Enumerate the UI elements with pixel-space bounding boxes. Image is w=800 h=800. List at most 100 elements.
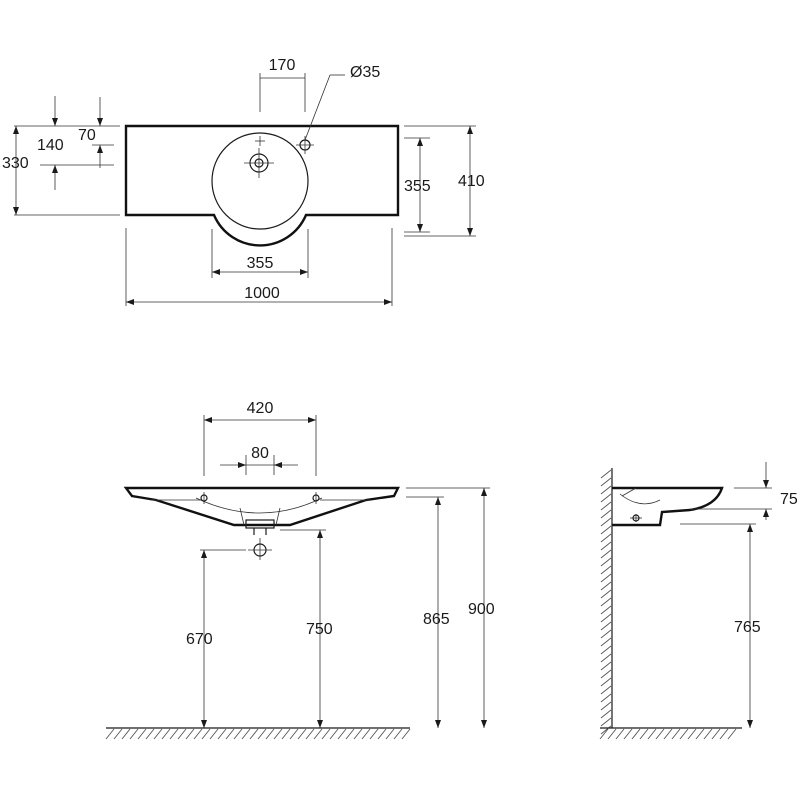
hatch-line bbox=[687, 728, 697, 740]
hatch-line bbox=[145, 728, 155, 740]
tap-hole-icon bbox=[296, 136, 314, 154]
hatch-line bbox=[273, 728, 283, 740]
hatch-line bbox=[377, 728, 387, 740]
hatch-line bbox=[600, 677, 612, 687]
dim-offset-70: 70 bbox=[78, 97, 114, 168]
hatch-line bbox=[679, 728, 689, 740]
hatch-line bbox=[663, 728, 673, 740]
hatch-line bbox=[600, 525, 612, 535]
side-drain-icon bbox=[621, 487, 642, 522]
dim-offset-140-label: 140 bbox=[37, 137, 64, 154]
hatch-line bbox=[185, 728, 195, 740]
hatch-line bbox=[600, 509, 612, 519]
hatch-line bbox=[161, 728, 171, 740]
hatch-line bbox=[600, 669, 612, 679]
dim-bowl-width-label: 355 bbox=[247, 255, 274, 272]
tap-marker-left bbox=[200, 492, 208, 504]
hatch-line bbox=[281, 728, 291, 740]
top-view: 170 Ø35 330 140 bbox=[2, 57, 485, 306]
dim-under-height-label: 765 bbox=[734, 619, 761, 636]
hatch-line bbox=[289, 728, 299, 740]
dim-total-height: 900 bbox=[406, 487, 495, 728]
hatch-line bbox=[393, 728, 403, 740]
hatch-line bbox=[233, 728, 243, 740]
dim-front-bowl-width: 420 bbox=[203, 400, 317, 476]
hatch-line bbox=[727, 728, 737, 740]
hatch-line bbox=[600, 541, 612, 551]
dim-waste-width: 80 bbox=[220, 445, 298, 475]
hatch-line bbox=[631, 728, 641, 740]
hatch-line bbox=[655, 728, 665, 740]
hatch-line bbox=[241, 728, 251, 740]
hatch-line bbox=[719, 728, 729, 740]
dim-bowl-rim-height: 865 bbox=[406, 496, 450, 728]
hatch-line bbox=[615, 728, 625, 740]
hatch-line bbox=[600, 517, 612, 527]
hatch-line bbox=[329, 728, 339, 740]
basin-side-outline bbox=[612, 486, 724, 527]
hatch-line bbox=[600, 709, 612, 719]
hatch-line bbox=[249, 728, 259, 740]
hatch-line bbox=[671, 728, 681, 740]
drain-icon bbox=[244, 148, 274, 178]
hatch-line bbox=[177, 728, 187, 740]
hatch-line bbox=[129, 728, 139, 740]
dim-trap-height-label: 750 bbox=[306, 621, 333, 638]
dim-inner-depth: 355 bbox=[404, 137, 431, 233]
dim-total-width: 1000 bbox=[125, 228, 393, 306]
dim-bowl-width: 355 bbox=[211, 229, 309, 278]
hatch-line bbox=[121, 728, 131, 740]
hatch-line bbox=[401, 728, 411, 740]
hatch-line bbox=[361, 728, 371, 740]
hatch-line bbox=[600, 613, 612, 623]
hatch-line bbox=[600, 485, 612, 495]
hatch-line bbox=[105, 728, 115, 740]
hatch-line bbox=[600, 717, 612, 727]
hatch-line bbox=[600, 493, 612, 503]
dim-offset-70-label: 70 bbox=[78, 127, 96, 144]
hatch-line bbox=[337, 728, 347, 740]
hatch-line bbox=[193, 728, 203, 740]
hatch-line bbox=[600, 629, 612, 639]
hatch-line bbox=[201, 728, 211, 740]
front-view: 420 80 670 750 bbox=[105, 400, 495, 740]
dim-tap-hole-label: Ø35 bbox=[350, 64, 380, 81]
dim-total-height-label: 900 bbox=[468, 601, 495, 618]
hatch-line bbox=[600, 469, 612, 479]
hatch-line bbox=[600, 701, 612, 711]
dim-right-depth-label: 410 bbox=[458, 173, 485, 190]
dim-tap-spacing: 170 bbox=[259, 57, 306, 112]
dim-waste-width-label: 80 bbox=[251, 445, 269, 462]
hatch-line bbox=[305, 728, 315, 740]
hatch-line bbox=[153, 728, 163, 740]
waste-outlet-icon bbox=[245, 519, 275, 560]
basin-front-outline bbox=[123, 486, 400, 527]
hatch-line bbox=[257, 728, 267, 740]
hatch-line bbox=[600, 501, 612, 511]
hatch-line bbox=[647, 728, 657, 740]
hatch-line bbox=[353, 728, 363, 740]
dim-left-depth-label: 330 bbox=[2, 155, 29, 172]
hatch-line bbox=[600, 565, 612, 575]
dim-inner-depth-label: 355 bbox=[404, 178, 431, 195]
hatch-line bbox=[600, 653, 612, 663]
dim-tap-hole: Ø35 bbox=[304, 64, 380, 141]
hatch-line bbox=[599, 728, 609, 740]
dim-waste-height-label: 670 bbox=[186, 631, 213, 648]
hatch-line bbox=[600, 557, 612, 567]
dim-right-depth: 410 bbox=[404, 125, 485, 237]
side-view: 75 765 bbox=[599, 462, 798, 740]
dim-trap-height: 750 bbox=[280, 529, 333, 728]
hatch-line bbox=[600, 581, 612, 591]
dim-front-bowl-width-label: 420 bbox=[247, 400, 274, 417]
hatch-line bbox=[137, 728, 147, 740]
hatch-line bbox=[600, 597, 612, 607]
dim-left-depth: 330 bbox=[2, 125, 120, 216]
hatch-line bbox=[623, 728, 633, 740]
dim-rim-thickness-label: 75 bbox=[780, 491, 798, 508]
hatch-line bbox=[600, 549, 612, 559]
hatch-line bbox=[321, 728, 331, 740]
hatch-line bbox=[297, 728, 307, 740]
hatch-line bbox=[345, 728, 355, 740]
